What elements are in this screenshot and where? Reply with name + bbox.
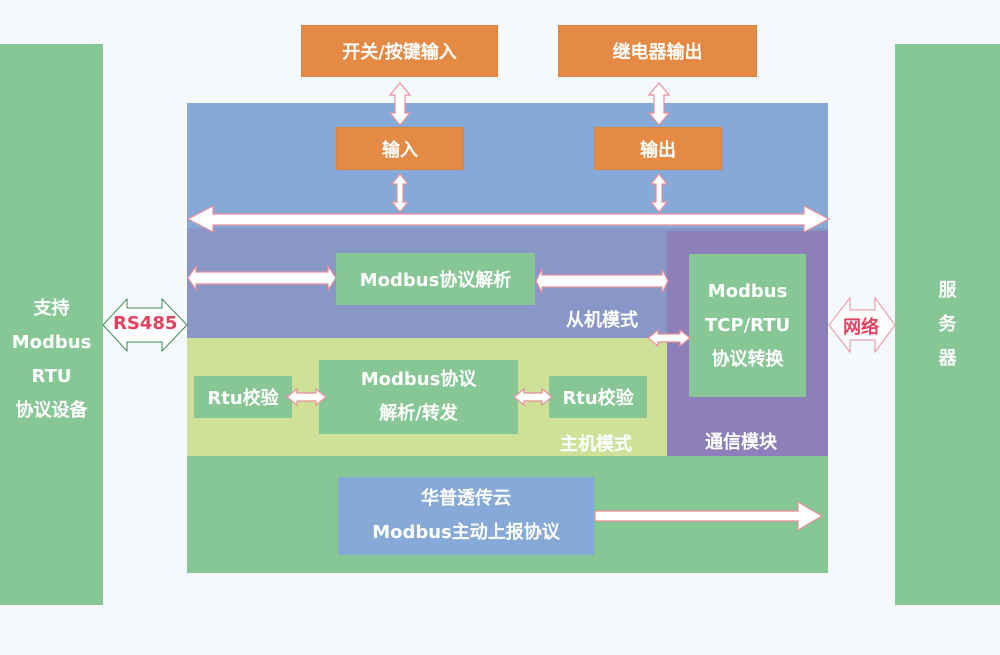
server-label-line: 服 — [938, 279, 957, 301]
converter-line: Modbus — [707, 280, 788, 302]
slave-parser-label: Modbus协议解析 — [359, 270, 512, 291]
relay-output-box: 继电器输出 — [558, 25, 757, 77]
converter-line: 协议转换 — [711, 348, 784, 370]
output-box: 输出 — [594, 127, 722, 170]
rs485-label: RS485 — [113, 313, 178, 334]
left-device-line: RTU — [31, 365, 72, 387]
master-parser-line: Modbus协议 — [360, 369, 477, 390]
master-parser-line: 解析/转发 — [379, 403, 458, 424]
rtu-check-right-label: Rtu校验 — [562, 388, 634, 409]
server-label-line: 务 — [938, 313, 957, 335]
left-device-line: Modbus — [11, 331, 92, 353]
rtu-check-right-box: Rtu校验 — [549, 376, 647, 418]
slave-mode-label: 从机模式 — [566, 310, 638, 331]
relay-output-label: 继电器输出 — [612, 42, 703, 63]
left-device-line: 协议设备 — [15, 399, 88, 421]
output-label: 输出 — [640, 139, 676, 161]
server-panel: 服 务 器 — [895, 44, 1000, 605]
tcp-rtu-converter-box: Modbus TCP/RTU 协议转换 — [689, 254, 806, 397]
converter-line: TCP/RTU — [704, 314, 791, 336]
switch-input-box: 开关/按键输入 — [301, 25, 498, 77]
server-label-line: 器 — [938, 347, 957, 369]
left-device-panel: 支持 Modbus RTU 协议设备 — [0, 44, 103, 605]
rtu-check-left-box: Rtu校验 — [194, 376, 292, 418]
rtu-check-left-label: Rtu校验 — [207, 388, 279, 409]
comm-module-label: 通信模块 — [705, 432, 777, 453]
input-label: 输入 — [382, 139, 418, 161]
master-parser-box: Modbus协议 解析/转发 — [319, 360, 518, 434]
cloud-protocol-box: 华普透传云 Modbus主动上报协议 — [338, 477, 594, 555]
input-box: 输入 — [336, 127, 464, 170]
network-label: 网络 — [843, 317, 879, 338]
io-band — [187, 103, 828, 228]
left-device-line: 支持 — [33, 297, 70, 319]
slave-parser-box: Modbus协议解析 — [336, 253, 535, 305]
cloud-line: 华普透传云 — [421, 488, 511, 509]
master-mode-label: 主机模式 — [560, 434, 632, 455]
cloud-line: Modbus主动上报协议 — [372, 522, 560, 543]
switch-input-label: 开关/按键输入 — [342, 42, 457, 63]
